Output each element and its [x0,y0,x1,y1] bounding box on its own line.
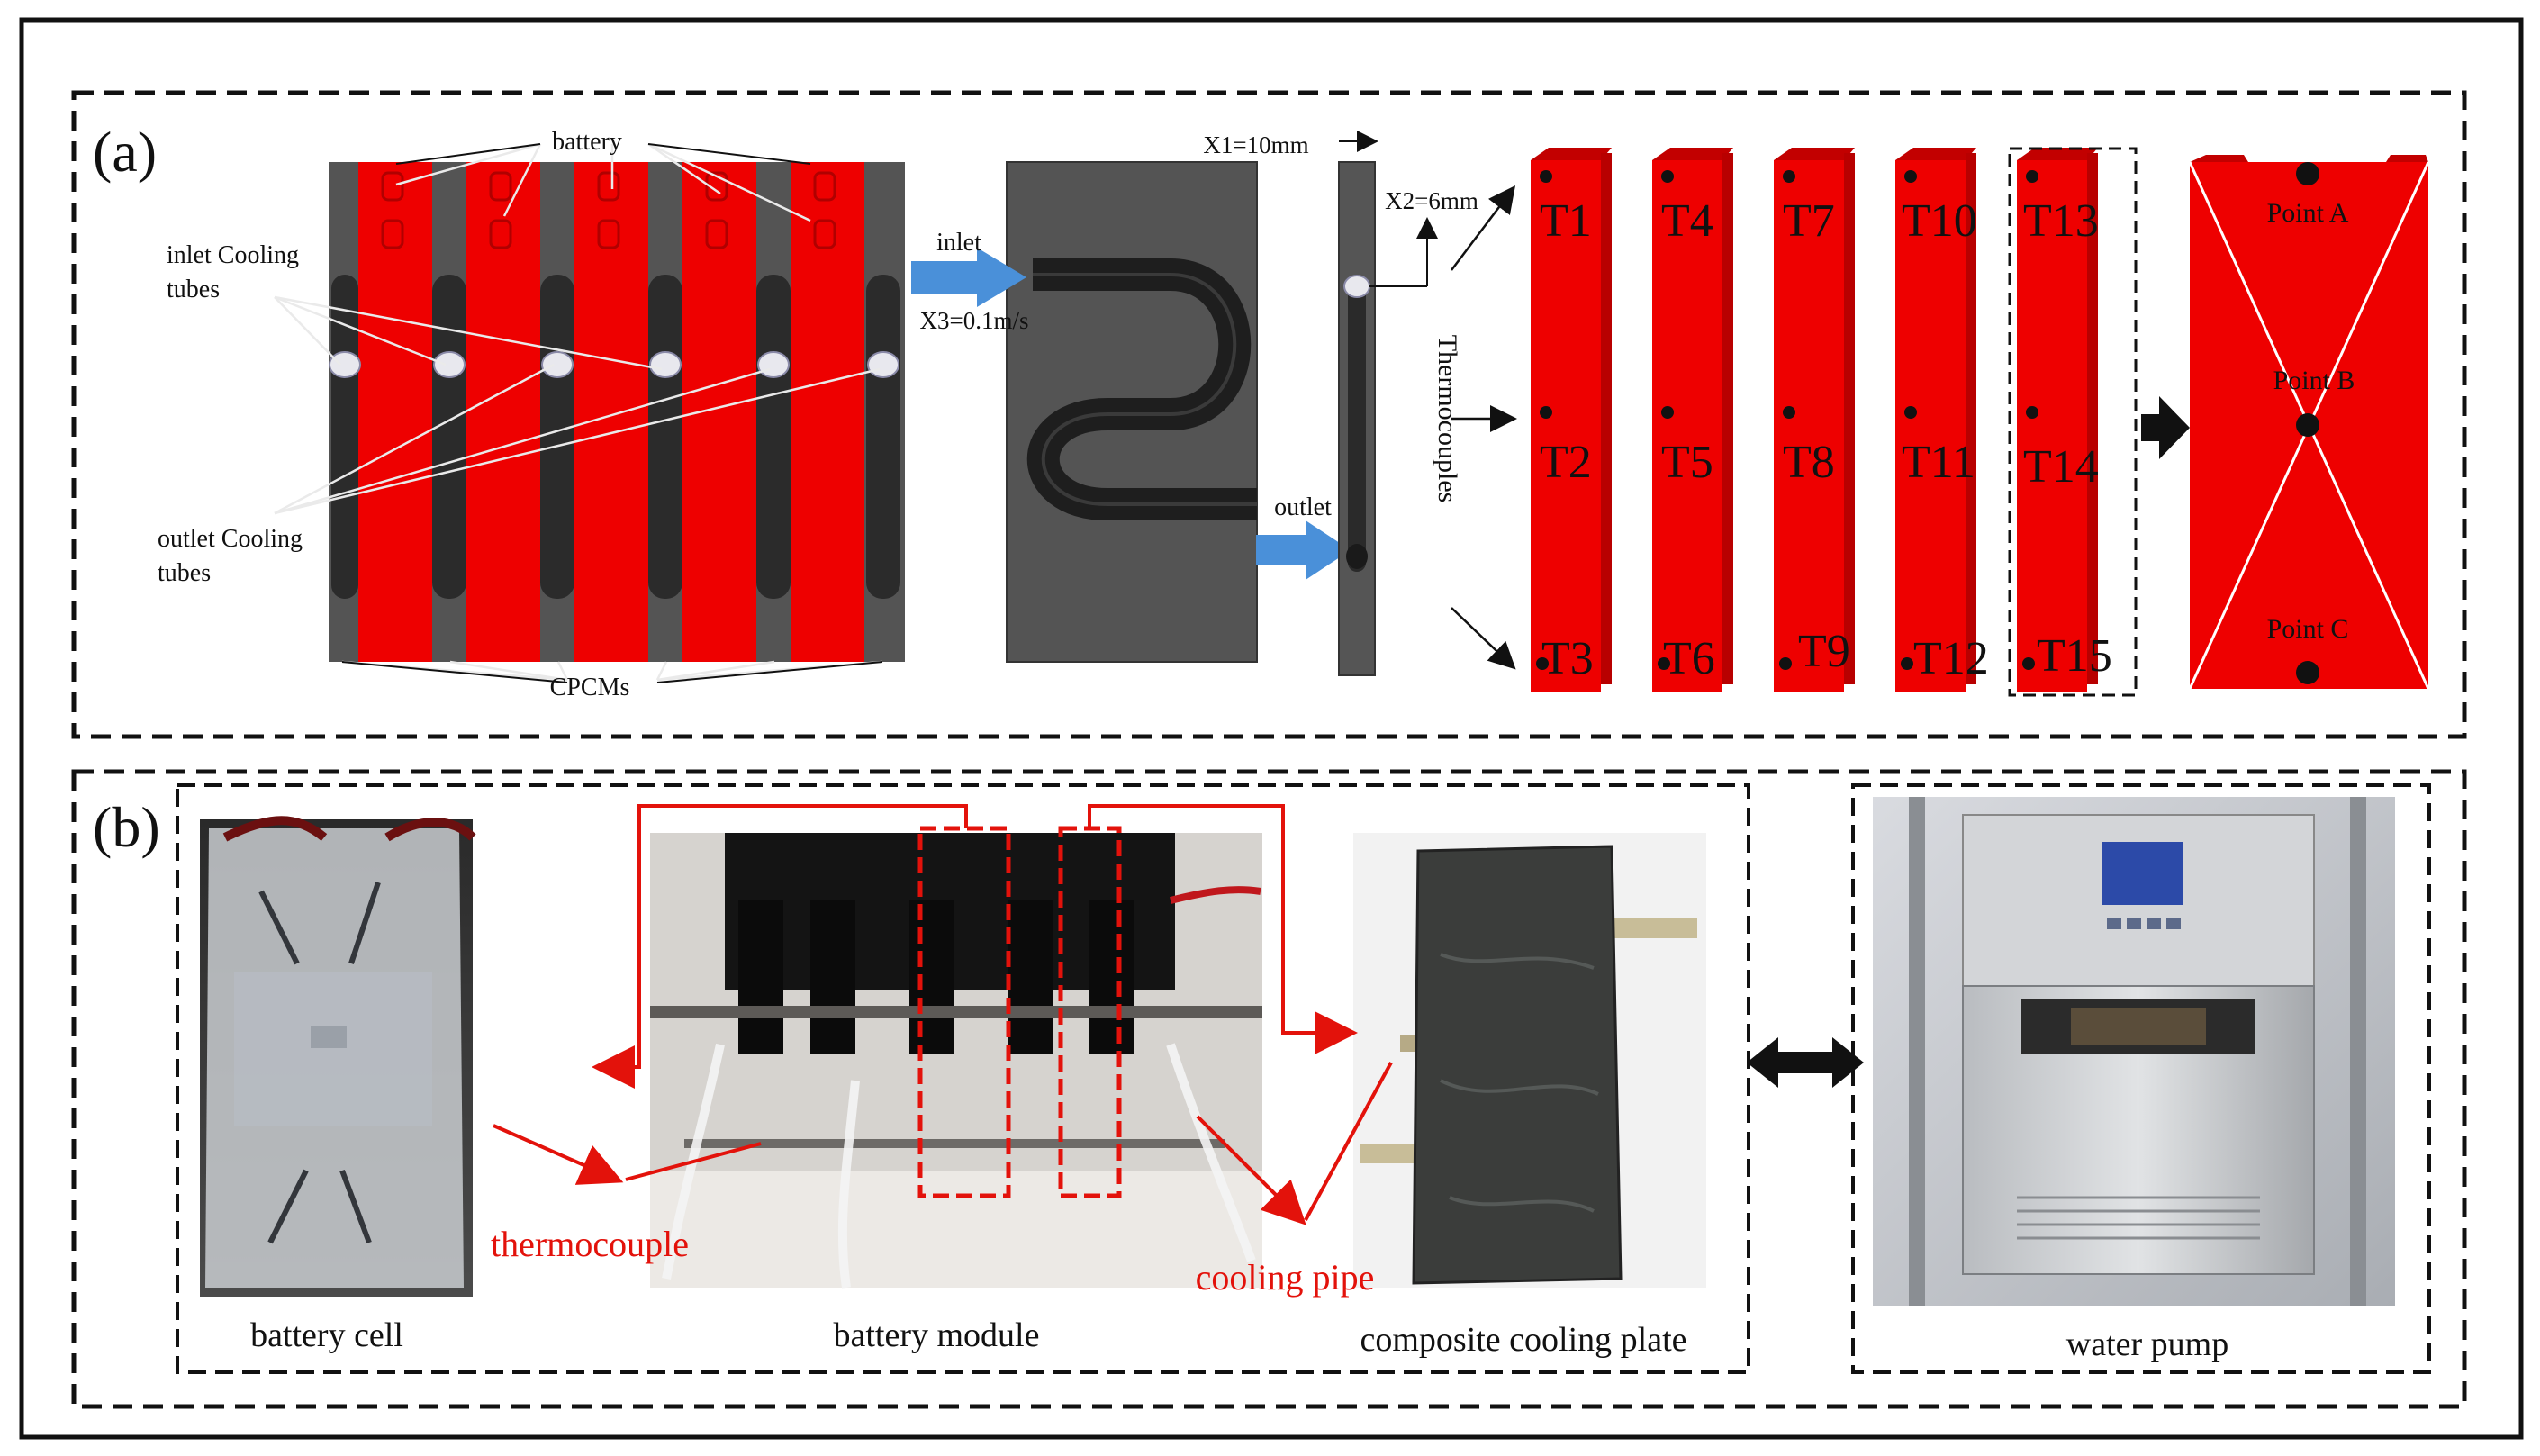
t4-label: T4 [1661,195,1713,247]
t5-label: T5 [1661,437,1713,488]
battery-terminals [381,171,836,249]
battery-cells [358,162,864,662]
t3-label: T3 [1541,633,1594,684]
red-callout-connectors [493,804,1393,1225]
block-2 [1652,148,1733,692]
measurement-points-battery [2188,155,2430,690]
composite-plate-label: composite cooling plate [1360,1321,1686,1359]
block-1 [1531,148,1612,692]
thermocouple-callout-label: thermocouple [491,1224,689,1264]
panel-b-label: (b) [93,795,160,859]
pump-box [1851,783,2431,1374]
point-b-label: Point B [2273,366,2355,395]
point-c-label: Point C [2267,614,2349,644]
t14-label: T14 [2023,441,2099,493]
t9-label: T9 [1798,626,1850,677]
inlet-label: inlet [936,229,981,257]
velocity-label: X3=0.1m/s [920,307,1029,334]
t15-label: T15 [2037,630,2112,682]
outlet-tubes-label-2: tubes [158,559,211,587]
panel-a-box [71,90,2467,739]
serpentine-channel-highlight [1033,273,1257,506]
battery-label: battery [552,128,622,156]
double-arrow-icon [1747,1037,1864,1088]
cooling-plate-front [1006,161,1258,663]
panel-b-box [71,769,2467,1409]
selected-block-dashed-box [2008,147,2138,697]
t2-label: T2 [1540,437,1592,488]
block-3 [1774,148,1855,692]
inlet-arrow-icon [911,248,1026,307]
battery-module-photo [650,833,1262,1289]
t11-label: T11 [1902,437,1975,488]
t1-label: T1 [1540,195,1592,247]
cooling-pipe-callout-label: cooling pipe [1196,1257,1375,1298]
x1-label: X1=10mm [1203,131,1308,158]
thermocouple-dots [1536,170,2038,670]
experiment-setup-box [176,783,1750,1374]
water-pump-photo [1873,797,2395,1306]
thermocouple-arrows [1451,185,1517,670]
outlet-label: outlet [1274,493,1332,521]
inlet-tubes-label-1: inlet Cooling [167,241,299,269]
t7-label: T7 [1783,195,1835,247]
module-highlight-box-1 [917,826,1011,1198]
cooling-plate-side [1338,161,1376,676]
dimension-lines [1339,131,1438,287]
thermocouple-batteries [1531,148,2098,692]
battery-callout-lines [274,142,883,682]
right-arrow-icon [2141,396,2190,459]
battery-cell-label: battery cell [250,1316,403,1354]
t8-label: T8 [1783,437,1835,488]
block-5 [2017,148,2098,692]
cpcm-label: CPCMs [550,674,630,701]
battery-module-diagram [274,142,905,683]
block-4 [1895,148,1976,692]
battery-module-label: battery module [834,1316,1040,1354]
outlet-tubes-label-1: outlet Cooling [158,525,303,553]
composite-plate-photo [1353,833,1706,1288]
x2-label: X2=6mm [1385,187,1478,214]
t13-label: T13 [2023,195,2099,247]
water-pump-label: water pump [2066,1325,2228,1363]
panel-a-label: (a) [93,120,157,184]
outer-frame [19,17,2524,1440]
point-a-label: Point A [2267,198,2349,228]
t10-label: T10 [1902,195,1977,247]
t12-label: T12 [1913,633,1989,684]
battery-cell-photo [200,816,476,1297]
t6-label: T6 [1663,633,1715,684]
battery-callout-lines-dark [341,143,883,683]
inlet-tubes-label-2: tubes [167,276,220,303]
outlet-arrow-icon [1256,520,1351,580]
thermocouple-labels: T1 T2 T3 T4 T5 T6 T7 T8 T9 T10 T11 T12 T… [1540,195,2112,684]
